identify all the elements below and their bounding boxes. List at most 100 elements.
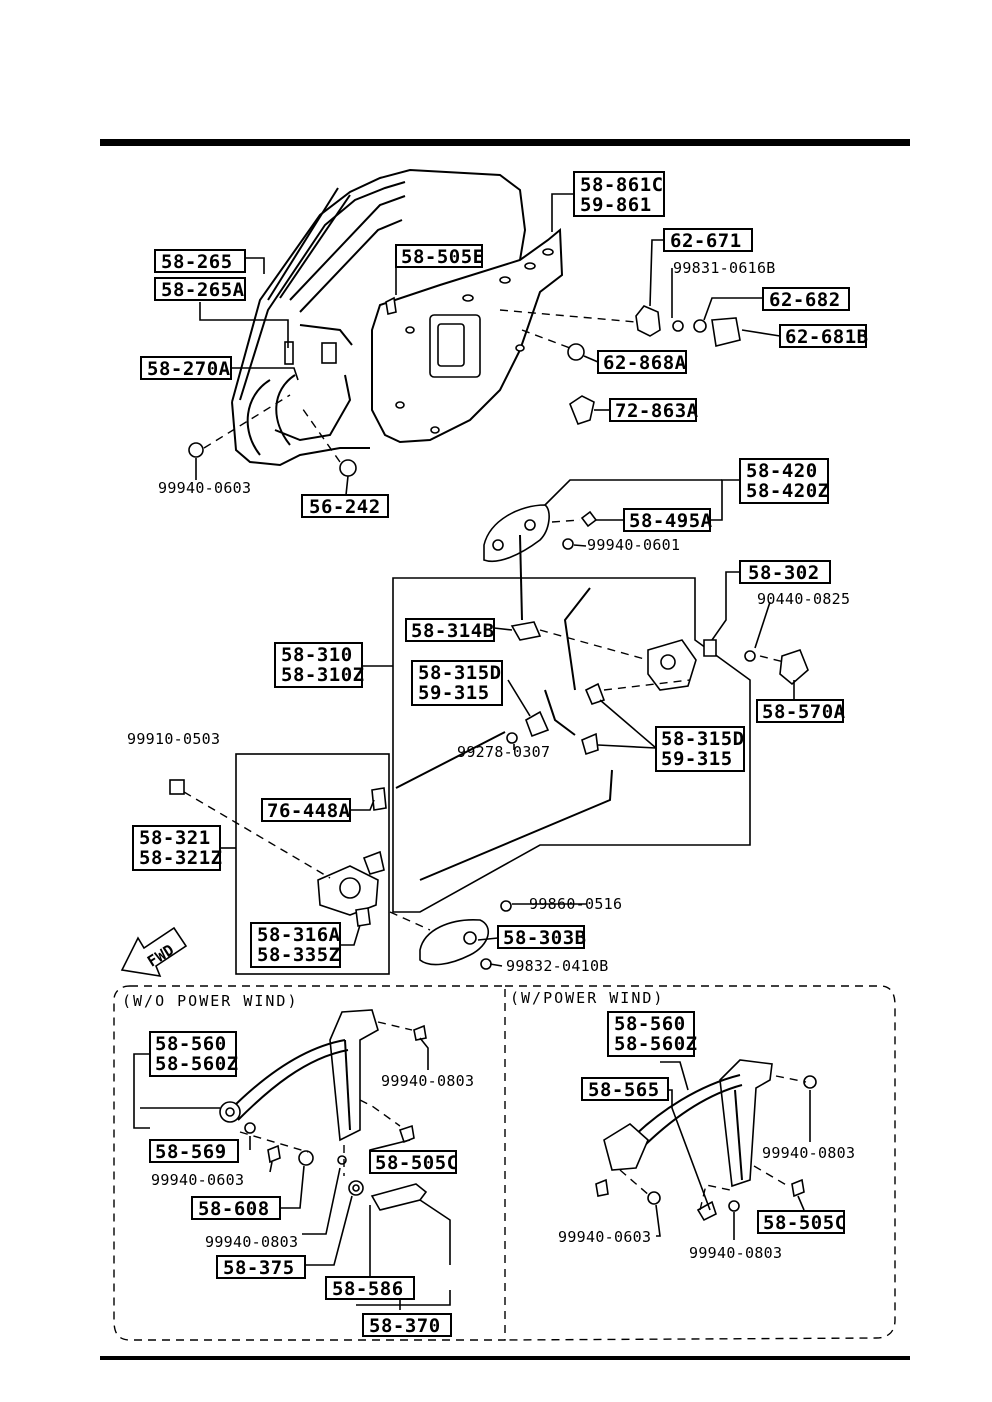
part-label-58-270A: 58-270A <box>147 358 231 380</box>
part-label-58-265A: 58-265A <box>161 279 245 301</box>
part-label-99940-0803-power-lower: 99940-0803 <box>689 1244 782 1262</box>
part-label-58-608: 58-608 <box>198 1198 270 1220</box>
part-label-58-420: 58-420 <box>746 460 818 482</box>
part-label-99860-0516: 99860-0516 <box>529 895 622 913</box>
part-label-58-570A: 58-570A <box>762 701 846 723</box>
label-box-58-375 <box>216 1255 306 1279</box>
part-label-99910-0503: 99910-0503 <box>127 730 220 748</box>
label-box-58-302 <box>739 560 831 584</box>
part-label-58-586: 58-586 <box>332 1278 404 1300</box>
part-label-58-560Z-manual: 58-560Z <box>155 1053 239 1075</box>
part-label-76-448A: 76-448A <box>267 800 351 822</box>
part-label-62-682: 62-682 <box>769 289 841 311</box>
with-power-section-outline <box>504 985 896 1341</box>
part-label-58-560Z-power: 58-560Z <box>614 1033 698 1055</box>
label-box-58-861C <box>573 171 665 217</box>
part-label-99940-0603-manual: 99940-0603 <box>151 1171 244 1189</box>
door-trim-panel <box>371 227 564 444</box>
label-box-58-270A <box>140 356 232 380</box>
label-box-62-682 <box>762 287 850 311</box>
with-power-section-title: (W/POWER WIND) <box>510 989 664 1007</box>
part-label-99940-0603-power: 99940-0603 <box>558 1228 651 1246</box>
part-label-58-569: 58-569 <box>155 1141 227 1163</box>
label-box-58-316A <box>250 922 341 968</box>
part-label-58-310: 58-310 <box>281 644 353 666</box>
part-label-56-242: 56-242 <box>309 496 381 518</box>
part-label-58-375: 58-375 <box>223 1257 295 1279</box>
label-box-58-569 <box>149 1139 239 1163</box>
label-box-58-315D-lower <box>655 726 745 772</box>
label-box-58-310 <box>274 642 363 688</box>
part-label-62-671: 62-671 <box>670 230 742 252</box>
part-label-58-310Z: 58-310Z <box>281 664 365 686</box>
part-label-58-303B: 58-303B <box>503 927 587 949</box>
part-label-62-681B: 62-681B <box>785 326 869 348</box>
label-box-62-671 <box>663 228 753 252</box>
part-label-58-495A: 58-495A <box>629 510 713 532</box>
label-box-58-586 <box>325 1276 415 1300</box>
manual-regulator-drawing <box>219 1009 428 1211</box>
part-label-58-420Z: 58-420Z <box>746 480 830 502</box>
part-label-99940-0803-manual-upper: 99940-0803 <box>381 1072 474 1090</box>
part-label-58-505C-power: 58-505C <box>763 1212 847 1234</box>
small-parts-top <box>188 296 741 477</box>
part-label-58-505E: 58-505E <box>401 246 485 268</box>
label-box-58-570A <box>756 699 844 723</box>
label-box-76-448A <box>261 798 351 822</box>
part-label-90440-0825: 90440-0825 <box>757 590 850 608</box>
part-label-99940-0601: 99940-0601 <box>587 536 680 554</box>
label-box-58-420 <box>739 458 829 504</box>
label-box-58-314B <box>405 618 495 642</box>
label-box-58-370 <box>362 1313 452 1337</box>
power-regulator-drawing <box>595 1059 817 1222</box>
part-label-58-370: 58-370 <box>369 1315 441 1337</box>
part-label-58-314B: 58-314B <box>411 620 495 642</box>
label-box-58-608 <box>191 1196 281 1220</box>
fwd-arrow: FWD <box>120 926 188 978</box>
part-label-58-315D-upper: 58-315D <box>418 662 502 684</box>
part-label-58-302: 58-302 <box>748 562 820 584</box>
lock-assembly-drawing <box>395 587 809 881</box>
part-label-62-868A: 62-868A <box>603 352 687 374</box>
leader-lines <box>133 193 811 1310</box>
label-box-58-560-power <box>607 1011 695 1057</box>
part-label-99940-0803-manual-lower: 99940-0803 <box>205 1233 298 1251</box>
part-label-99278-0307: 99278-0307 <box>457 743 550 761</box>
without-power-section-title: (W/O POWER WIND) <box>122 992 299 1010</box>
top-rule <box>100 139 910 146</box>
part-label-58-335Z: 58-335Z <box>257 944 341 966</box>
part-label-58-316A: 58-316A <box>257 924 341 946</box>
label-box-62-681B <box>779 324 867 348</box>
part-label-72-863A: 72-863A <box>615 400 699 422</box>
key-cylinder-drawing <box>169 779 387 927</box>
label-box-58-321 <box>132 825 221 871</box>
label-box-58-265A <box>154 277 246 301</box>
part-label-58-565: 58-565 <box>588 1079 660 1101</box>
part-label-99831-0616B: 99831-0616B <box>673 259 776 277</box>
part-label-59-315-lower: 59-315 <box>661 748 733 770</box>
part-label-58-321: 58-321 <box>139 827 211 849</box>
part-label-58-861C: 58-861C <box>580 174 664 196</box>
part-label-58-315D-lower: 58-315D <box>661 728 745 750</box>
label-box-58-505C-power <box>757 1210 845 1234</box>
part-label-58-505C-manual: 58-505C <box>375 1152 459 1174</box>
label-box-58-505C-manual <box>369 1150 457 1174</box>
key-cylinder-outline <box>235 753 390 975</box>
label-box-56-242 <box>301 494 389 518</box>
part-label-99940-0603-door: 99940-0603 <box>158 479 251 497</box>
part-label-58-560-manual: 58-560 <box>155 1033 227 1055</box>
part-label-59-861: 59-861 <box>580 194 652 216</box>
part-label-58-265: 58-265 <box>161 251 233 273</box>
bottom-rule <box>100 1356 910 1360</box>
part-label-58-321Z: 58-321Z <box>139 847 223 869</box>
label-box-62-868A <box>597 350 687 374</box>
label-box-58-265 <box>154 249 246 273</box>
label-box-58-315D-upper <box>411 660 503 706</box>
label-box-58-303B <box>497 925 585 949</box>
label-box-58-565 <box>581 1077 669 1101</box>
part-label-99832-0410B: 99832-0410B <box>506 957 609 975</box>
label-box-58-495A <box>623 508 711 532</box>
label-box-72-863A <box>609 398 697 422</box>
part-label-59-315-upper: 59-315 <box>418 682 490 704</box>
